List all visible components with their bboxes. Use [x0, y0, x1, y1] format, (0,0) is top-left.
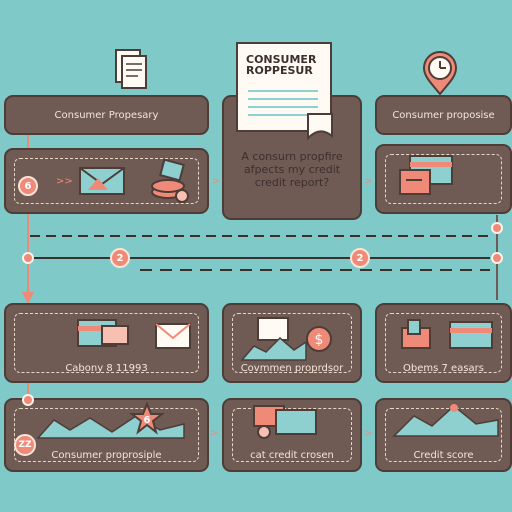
panel-consumer-propesary: Consumer Propesary — [4, 95, 209, 135]
panel-consumer-proposise: Consumer proposise — [375, 95, 512, 135]
step-bubble: 6 — [18, 176, 38, 196]
card-icon — [449, 321, 493, 349]
line-chart-icon — [36, 415, 185, 439]
dollar-icon: $ — [306, 326, 332, 352]
chart-icon — [240, 317, 307, 361]
start-bubble: ZZ — [14, 434, 36, 456]
svg-text:$: $ — [315, 332, 324, 348]
panel-inner — [385, 154, 502, 204]
card-icon — [77, 319, 129, 347]
document-text-lines — [248, 84, 318, 120]
panel-label: Cabony 8 11993 — [65, 363, 148, 374]
question-line1: A consurn propfire — [241, 150, 343, 163]
panel-label: Covmmen proprdsor — [240, 363, 344, 374]
panel-inner — [14, 408, 199, 462]
dollar-stack-icon — [401, 319, 431, 349]
money-card-icon — [253, 405, 317, 439]
arrow-right-icon: > — [212, 176, 221, 187]
panel-inner — [14, 313, 199, 373]
step-bubble: 2 — [350, 248, 370, 268]
panel-documents — [4, 148, 209, 214]
panel-inner — [14, 158, 199, 204]
clock-pin-icon — [422, 51, 458, 96]
timeline-node — [22, 394, 34, 406]
panel-inner — [232, 408, 352, 462]
panel-covmmen: Covmmen proprdsor — [222, 303, 362, 383]
panel-label: Credit score — [413, 450, 474, 461]
timeline-node — [22, 252, 34, 264]
document-title-line2: ROPPESUR — [246, 64, 313, 77]
question-line3: credit report? — [254, 176, 330, 189]
timeline-node — [491, 222, 503, 234]
arrow-right-icon: >> — [56, 176, 73, 187]
envelope-icon — [155, 323, 191, 349]
timeline-node — [491, 252, 503, 264]
panel-label: Obems 7 easars — [403, 363, 484, 374]
panel-label: Consumer Propesary — [54, 110, 159, 121]
document-title-line1: CONSUMER — [246, 53, 317, 66]
panel-inner — [232, 313, 352, 373]
card-icon — [399, 155, 453, 195]
score-chart-icon — [392, 404, 499, 437]
star-number: 6 — [143, 414, 151, 426]
arrow-right-icon: > — [364, 428, 373, 439]
credit-question: A consurn propfire afpects my credit cre… — [218, 150, 366, 189]
panel-label: cat credit crosen — [250, 450, 334, 461]
coin-stack-icon — [151, 158, 189, 203]
document-title: CONSUMER ROPPESUR — [246, 54, 316, 76]
document-icon — [115, 49, 147, 89]
envelope-icon — [79, 167, 125, 195]
page-curl-icon — [307, 113, 333, 141]
star-icon — [129, 401, 165, 435]
question-line2: afpects my credit — [243, 163, 341, 176]
step-bubble: 2 — [110, 248, 130, 268]
panel-inner — [385, 313, 502, 373]
panel-label: Consumer proprosiple — [51, 450, 162, 461]
panel-label: Consumer proposise — [392, 110, 495, 121]
panel-inner — [385, 408, 502, 462]
arrow-right-icon: > — [210, 428, 219, 439]
arrow-right-icon: > — [364, 176, 373, 187]
